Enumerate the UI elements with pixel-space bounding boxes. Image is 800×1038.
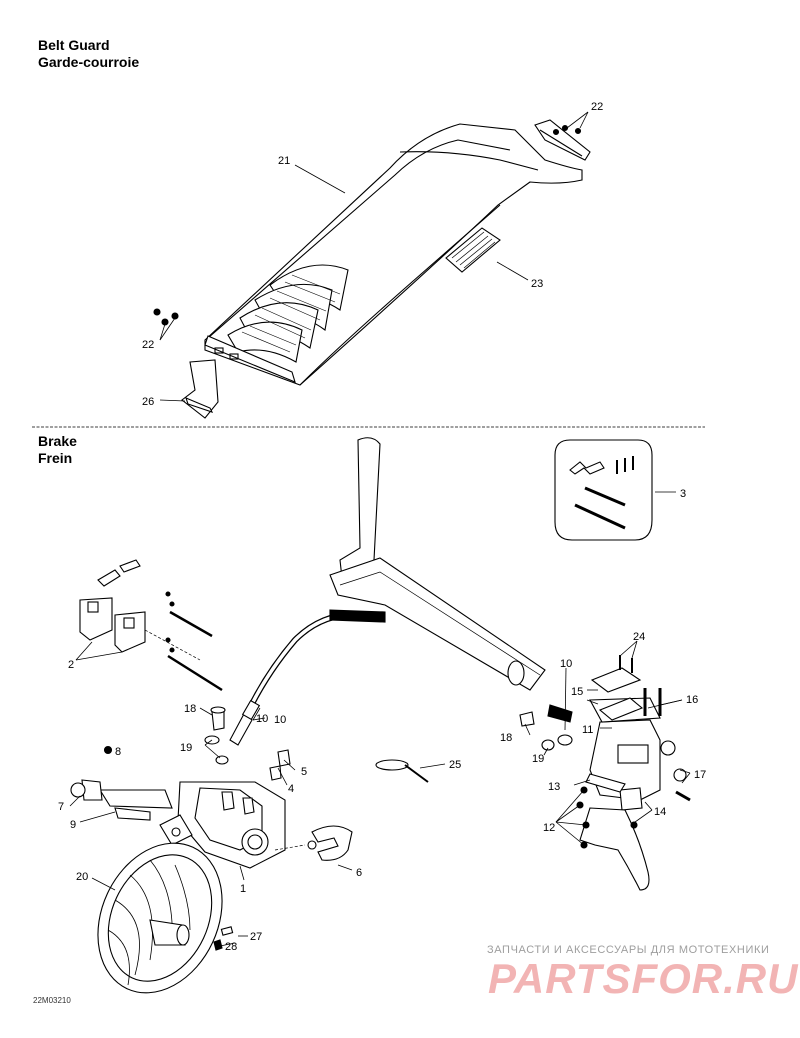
callout-26: 26	[142, 396, 154, 408]
belt-guard-callouts: 21 22 22 23 26	[142, 101, 603, 408]
callout-22-left: 22	[142, 339, 154, 351]
callout-11: 11	[582, 724, 593, 736]
kit-box	[554, 439, 653, 541]
callout-19-right: 19	[532, 753, 544, 765]
callout-10-right: 10	[560, 658, 572, 670]
callout-1: 1	[240, 883, 246, 895]
decal-label	[445, 227, 501, 273]
callout-9: 9	[70, 819, 76, 831]
brake-title-en: Brake	[38, 433, 77, 449]
callout-25: 25	[449, 759, 461, 771]
belt-guard-cover	[204, 119, 591, 386]
brake-hose	[229, 609, 386, 746]
callout-23: 23	[531, 278, 543, 290]
callout-27: 27	[250, 931, 262, 943]
callout-16: 16	[686, 694, 698, 706]
callout-12: 12	[543, 822, 555, 834]
guard-bracket	[181, 359, 219, 419]
handlebar	[329, 437, 546, 691]
callout-7: 7	[58, 801, 64, 813]
bracket-6	[274, 825, 353, 861]
callout-10-caliper: 10	[256, 713, 268, 725]
callout-24: 24	[633, 631, 645, 643]
callout-6: 6	[356, 867, 362, 879]
callout-3: 3	[680, 488, 686, 500]
cable-tie	[375, 759, 429, 783]
master-cylinder	[519, 655, 691, 811]
brake-callouts: 1 2 3 4 5 6 7 8 9 10 10 10 11 12 13 14 1…	[58, 488, 706, 953]
belt-guard-vents	[227, 264, 349, 363]
belt-guard-title-en: Belt Guard	[38, 37, 110, 53]
callout-8: 8	[115, 746, 121, 758]
brake-caliper	[159, 781, 286, 869]
callout-10-mid: 10	[274, 714, 286, 726]
brake-leaders	[69, 491, 691, 947]
callout-13: 13	[548, 781, 560, 793]
nuts-22	[153, 124, 582, 326]
callout-18-left: 18	[184, 703, 196, 715]
callout-14: 14	[654, 806, 666, 818]
callout-18-right: 18	[500, 732, 512, 744]
callout-2: 2	[68, 659, 74, 671]
callout-28: 28	[225, 941, 237, 953]
callout-20: 20	[76, 871, 88, 883]
callout-17: 17	[694, 769, 706, 781]
disc-key	[213, 926, 234, 951]
belt-guard-title: Belt Guard Garde-courroie	[38, 37, 139, 71]
brake-title: Brake Frein	[38, 433, 77, 467]
callout-21: 21	[278, 155, 290, 167]
callout-22-top: 22	[591, 101, 603, 113]
watermark-logo: PARTSFOR.RU	[488, 955, 799, 1002]
brake-title-fr: Frein	[38, 450, 73, 466]
caliper-mount	[70, 779, 173, 821]
callout-19-left: 19	[180, 742, 192, 754]
brake-lever	[576, 786, 650, 891]
belt-guard-title-fr: Garde-courroie	[38, 54, 140, 70]
brake-pads	[79, 559, 223, 692]
callout-4: 4	[288, 783, 294, 795]
watermark-tagline: ЗАПЧАСТИ И АКСЕССУАРЫ ДЛЯ МОТОТЕХНИКИ	[487, 944, 770, 956]
callout-15: 15	[571, 686, 583, 698]
drawing-code: 22M03210	[33, 996, 71, 1005]
callout-5: 5	[301, 766, 307, 778]
brake-disc	[97, 842, 223, 994]
belt-guard-leaders	[159, 111, 589, 402]
